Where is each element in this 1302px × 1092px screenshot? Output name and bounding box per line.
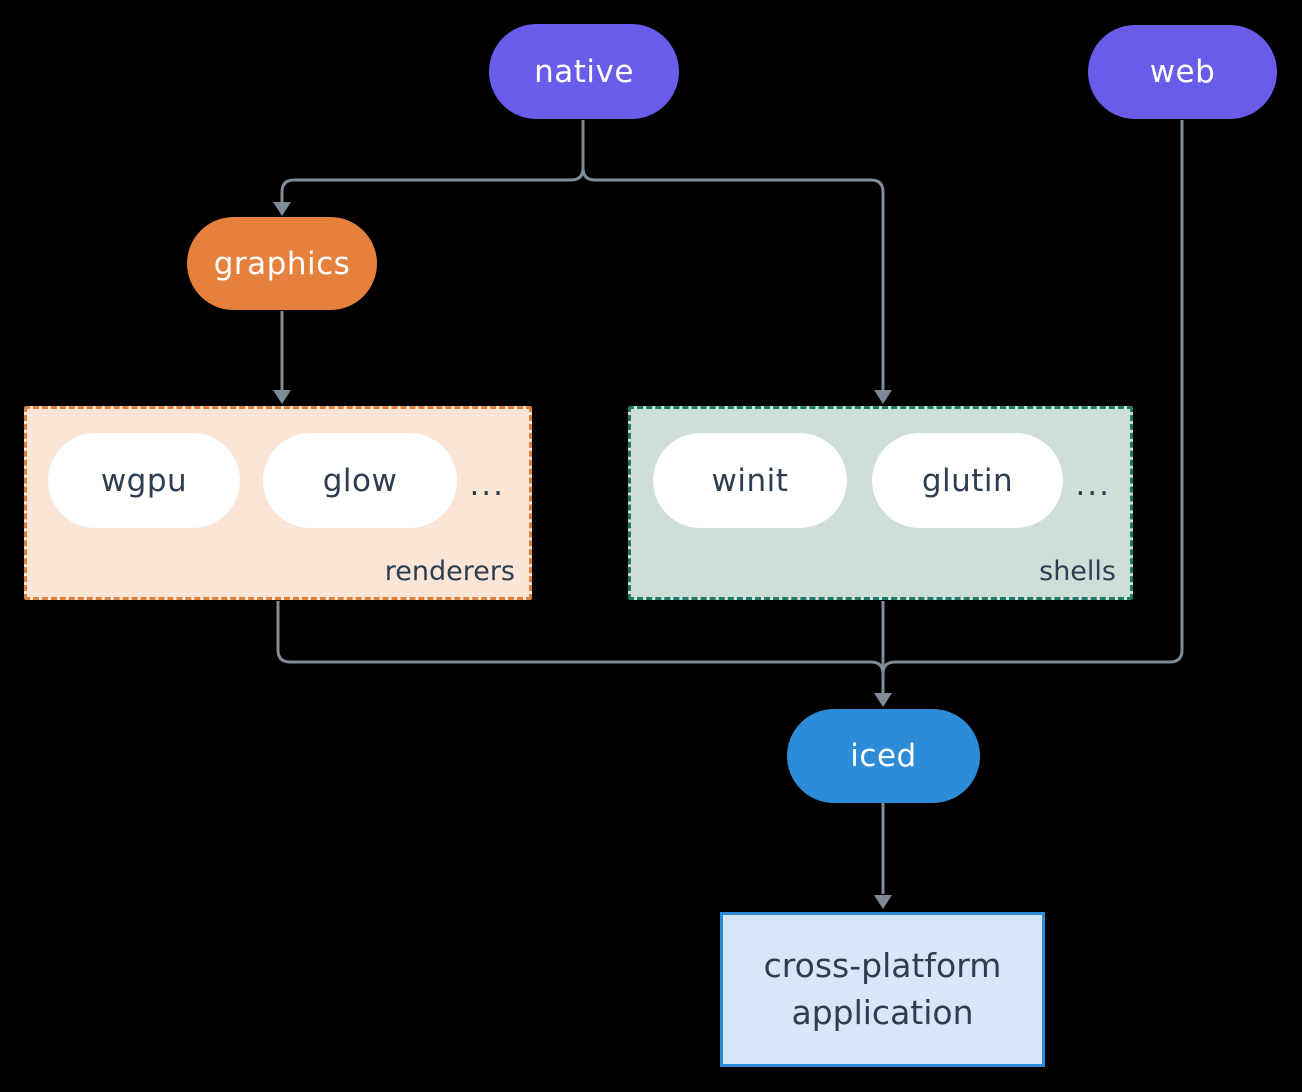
node-web-label: web <box>1149 54 1216 90</box>
node-glutin: glutin <box>872 433 1063 528</box>
node-glow: glow <box>263 433 457 528</box>
edge-native-graphics <box>280 120 585 202</box>
node-glutin-label: glutin <box>921 462 1014 499</box>
arrowhead-graphics <box>273 202 291 216</box>
node-cross-platform-application: cross-platform application <box>720 912 1045 1067</box>
group-shells-label: shells <box>1039 556 1116 587</box>
arrowhead-app <box>874 895 892 909</box>
node-wgpu: wgpu <box>48 433 240 528</box>
arrowhead-iced <box>874 693 892 707</box>
app-label-line2: application <box>791 992 974 1032</box>
group-shells: winit glutin ... shells <box>628 406 1133 600</box>
renderers-ellipsis: ... <box>469 467 505 503</box>
node-graphics: graphics <box>187 217 377 310</box>
node-native-label: native <box>534 53 634 90</box>
group-renderers-label: renderers <box>384 556 515 587</box>
node-winit-label: winit <box>711 462 789 499</box>
node-native: native <box>489 24 679 119</box>
shells-ellipsis: ... <box>1075 467 1111 503</box>
node-glow-label: glow <box>322 462 398 499</box>
arrowhead-shells-top <box>874 390 892 404</box>
app-label-line1: cross-platform <box>763 945 1002 985</box>
edge-renderers-iced <box>276 601 885 675</box>
node-wgpu-label: wgpu <box>100 462 188 499</box>
node-graphics-label: graphics <box>213 245 351 282</box>
node-iced-label: iced <box>850 738 917 774</box>
node-web: web <box>1088 25 1277 119</box>
edge-native-shells <box>581 167 885 390</box>
node-iced: iced <box>787 709 980 803</box>
node-winit: winit <box>653 433 847 528</box>
group-renderers: wgpu glow ... renderers <box>24 406 532 600</box>
arrowhead-renderers <box>273 390 291 404</box>
